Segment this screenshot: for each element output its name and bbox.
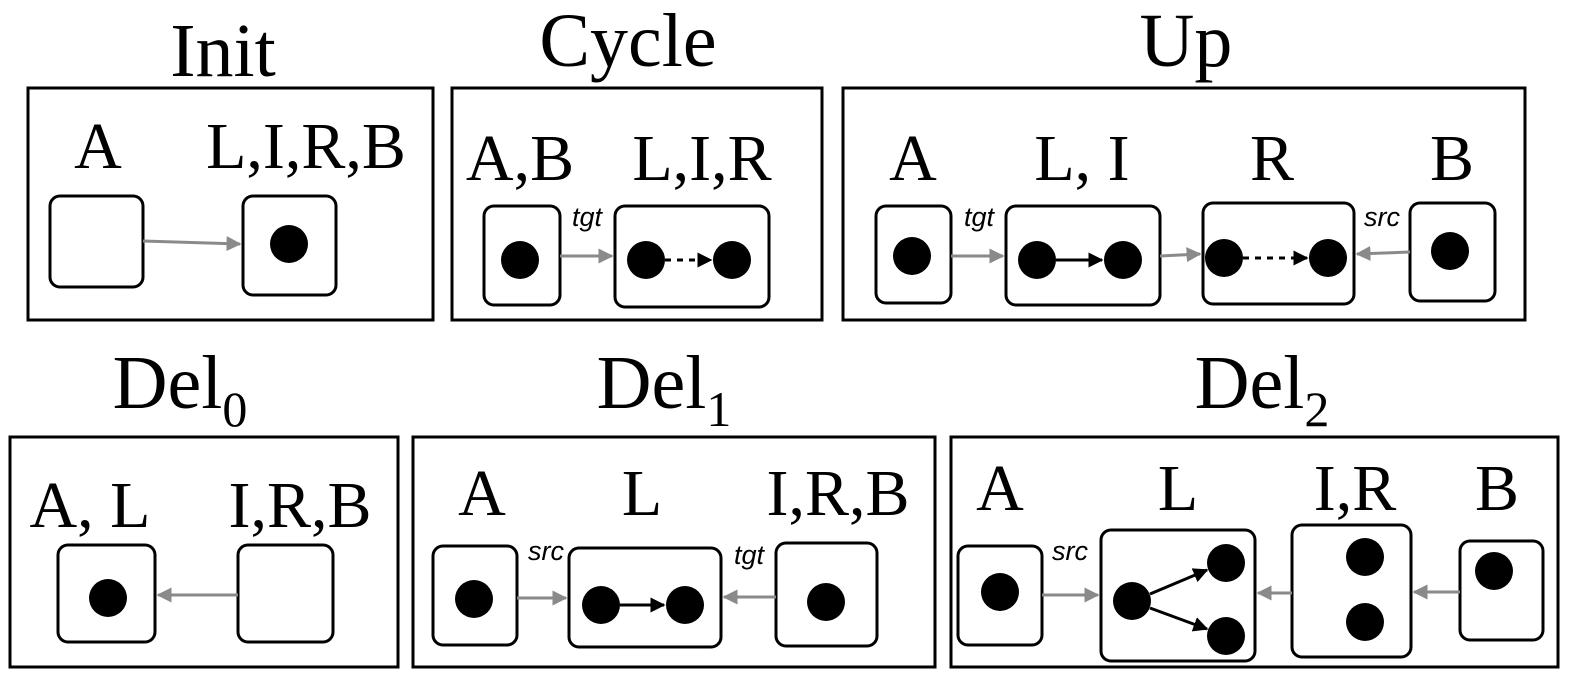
- node-dot: [666, 586, 704, 624]
- node-dot: [1475, 552, 1513, 590]
- panel-frame: [8, 435, 400, 669]
- edge-label: tgt: [734, 540, 766, 570]
- panel-init: Init A L,I,R,B: [26, 9, 435, 322]
- node-dot: [1207, 544, 1245, 582]
- node-label: B: [1475, 452, 1519, 525]
- node-dot: [455, 580, 493, 618]
- edge-label: src: [1052, 536, 1088, 566]
- node-dot: [582, 586, 620, 624]
- panel-title: Del0: [113, 341, 248, 437]
- node-label: I,R: [1314, 452, 1397, 525]
- node-label: R: [1250, 122, 1294, 195]
- arrow: [1159, 247, 1202, 263]
- node-box: [613, 204, 771, 309]
- panel-frame: [949, 435, 1560, 669]
- node-label: A: [976, 452, 1024, 525]
- node-dot: [270, 225, 308, 263]
- node-dot: [1113, 582, 1151, 620]
- node-dot: [713, 241, 751, 279]
- node-dot: [1309, 239, 1347, 277]
- panel-frame: [411, 435, 937, 669]
- panel-title: Init: [170, 9, 276, 93]
- arrow: [1149, 568, 1209, 596]
- panel-frame: [26, 86, 435, 322]
- title-text: Del: [113, 341, 223, 425]
- node-box: [1201, 201, 1356, 306]
- node-dot: [981, 573, 1019, 611]
- node-label: I,R,B: [766, 457, 909, 530]
- panel-title: Up: [1140, 0, 1233, 83]
- node-label: L,I,R,B: [206, 110, 406, 183]
- node-label: L,I,R: [632, 122, 771, 195]
- edge-label: src: [1364, 202, 1400, 232]
- arrow: [1355, 245, 1411, 261]
- node-dot: [1431, 232, 1469, 270]
- node-box: [48, 194, 145, 289]
- node-label: A,B: [466, 122, 574, 195]
- edge-label: tgt: [964, 202, 996, 232]
- title-text: Del: [1195, 341, 1305, 425]
- node-label: B: [1430, 122, 1474, 195]
- node-label: A: [889, 122, 937, 195]
- edge-label: src: [528, 536, 564, 566]
- node-dot: [1346, 538, 1384, 576]
- node-label: A: [458, 457, 506, 530]
- panel-frame: [841, 86, 1527, 322]
- node-label: L, I: [1034, 122, 1129, 195]
- panel-del0: Del0 A, L I,R,B: [8, 341, 400, 669]
- panel-del2: Del2 A L I,R B src: [949, 341, 1560, 669]
- panel-cycle: Cycle A,B L,I,R tgt: [450, 0, 824, 322]
- arrow: [1149, 606, 1209, 632]
- arrow: [142, 236, 242, 252]
- title-text: Del: [597, 341, 707, 425]
- node-label: L: [622, 457, 662, 530]
- panel-title: Cycle: [539, 0, 716, 83]
- node-dot: [1205, 239, 1243, 277]
- node-dot: [807, 583, 845, 621]
- node-box: [236, 543, 335, 644]
- node-dot: [89, 579, 127, 617]
- panel-title: Del2: [1195, 341, 1330, 437]
- panel-up: Up A L, I R B tgt src: [841, 0, 1527, 322]
- panel-del1: Del1 A L I,R,B src tgt: [411, 341, 937, 669]
- title-subscript: 2: [1304, 381, 1329, 437]
- panel-title: Del1: [597, 341, 732, 437]
- node-dot: [1018, 241, 1056, 279]
- panel-frame: [450, 86, 824, 322]
- edge-label: tgt: [572, 202, 604, 232]
- node-dot: [1207, 617, 1245, 655]
- title-subscript: 0: [222, 381, 247, 437]
- title-subscript: 1: [706, 381, 731, 437]
- node-label: A, L: [30, 469, 151, 542]
- node-dot: [501, 241, 539, 279]
- node-dot: [1346, 603, 1384, 641]
- node-label: L: [1158, 452, 1198, 525]
- node-label: A: [74, 110, 122, 183]
- node-dot: [627, 241, 665, 279]
- node-dot: [893, 237, 931, 275]
- node-label: I,R,B: [228, 469, 371, 542]
- node-dot: [1104, 241, 1142, 279]
